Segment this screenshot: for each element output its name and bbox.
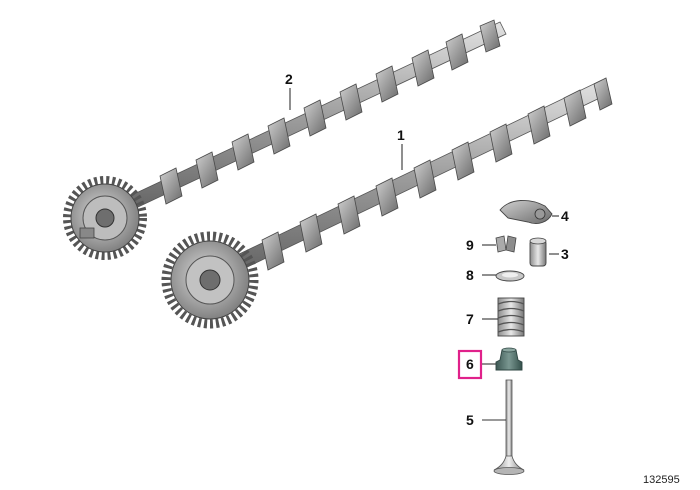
valve-stem-seal-part-6[interactable] — [495, 347, 523, 371]
camshaft-1-gear — [161, 231, 259, 329]
camshaft-2 — [63, 19, 507, 260]
spring-seat-part-8[interactable] — [495, 270, 525, 282]
callout-4: 4 — [561, 208, 569, 224]
camshaft-1-lobes — [261, 77, 613, 271]
camshaft-2-shaft — [99, 21, 507, 223]
valve-keepers-part-9[interactable] — [495, 235, 517, 253]
camshaft-2-gear — [63, 176, 147, 260]
callout-9: 9 — [466, 237, 474, 253]
diagram-number: 132595 — [643, 474, 680, 486]
callout-6: 6 — [466, 356, 474, 372]
valve-spring-part-7[interactable] — [497, 297, 525, 337]
camshaft-2-lobes — [159, 19, 501, 205]
rocker-arm-part-4[interactable] — [499, 200, 553, 225]
camshaft-1 — [161, 77, 613, 329]
callout-2: 2 — [285, 71, 293, 87]
callout-7: 7 — [466, 311, 474, 327]
callout-3: 3 — [561, 246, 569, 262]
lifter-part-3[interactable] — [529, 237, 547, 267]
callout-8: 8 — [466, 267, 474, 283]
highlight-box-callout-6 — [457, 349, 483, 380]
valve-part-5[interactable] — [493, 379, 525, 475]
callout-5: 5 — [466, 412, 474, 428]
callout-1: 1 — [397, 127, 405, 143]
leader-lines — [289, 88, 559, 421]
